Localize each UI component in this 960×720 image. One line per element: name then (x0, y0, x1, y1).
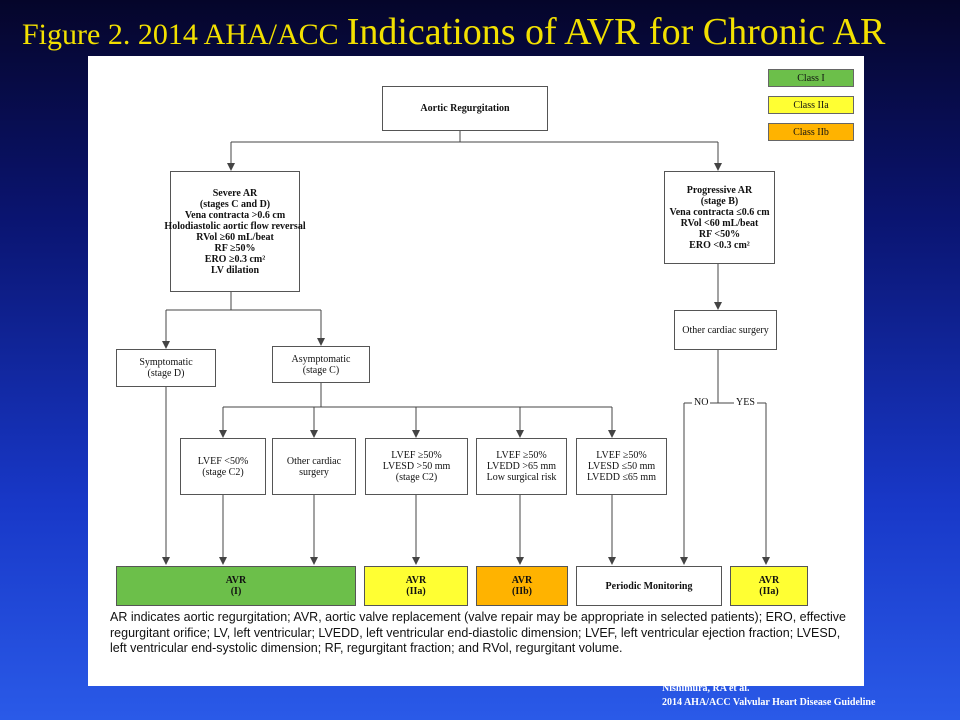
citation: Nishimura, RA et al. 2014 AHA/ACC Valvul… (662, 682, 875, 710)
asymptomatic-stage: (stage C) (302, 364, 340, 376)
lv-normal-line: LVEF ≥50% (596, 450, 647, 461)
node-severe-ar: Severe AR (stages C and D) Vena contract… (164, 171, 306, 292)
severe-ar-line: Vena contracta >0.6 cm (184, 209, 286, 221)
severe-ar-line: RF ≥50% (214, 242, 256, 254)
abbreviations-footnote: AR indicates aortic regurgitation; AVR, … (110, 610, 847, 655)
avr-iib-class: (IIb) (511, 586, 532, 597)
slide-title-main: Indications of AVR for Chronic AR (346, 11, 886, 53)
asymptomatic-title: Asymptomatic (291, 353, 351, 365)
slide-title-figure-label: Figure 2. 2014 AHA/ACC (22, 18, 339, 51)
flowchart-figure: Class I Class IIa Class IIb Aortic Regur… (88, 56, 864, 686)
lvef-low-line: LVEF <50% (197, 455, 249, 467)
lv-normal-line: LVEDD ≤65 mm (586, 472, 656, 483)
lvesd-high-line: LVEF ≥50% (391, 450, 442, 461)
progressive-ar-line: Vena contracta ≤0.6 cm (669, 206, 770, 218)
node-lv-normal: LVEF ≥50% LVESD ≤50 mm LVEDD ≤65 mm (576, 438, 667, 495)
outcome-avr-class-iib: AVR (IIb) (476, 566, 568, 606)
lvef-low-line: (stage C2) (202, 466, 244, 478)
citation-authors: Nishimura, RA et al. (662, 683, 750, 694)
legend-class-iia: Class IIa (768, 96, 854, 114)
avr-iia-class: (IIa) (406, 586, 426, 597)
severe-ar-line: ERO ≥0.3 cm² (204, 253, 266, 265)
other-cardiac-surgery-left-line: surgery (299, 466, 329, 478)
node-lvef-low: LVEF <50% (stage C2) (180, 438, 266, 495)
periodic-monitoring-label: Periodic Monitoring (605, 580, 693, 592)
avr-iia-progressive-label: AVR (758, 575, 780, 586)
lv-normal-line: LVESD ≤50 mm (587, 461, 656, 472)
avr-iib-label: AVR (511, 575, 533, 586)
severe-ar-line: (stages C and D) (199, 198, 271, 210)
node-other-cardiac-surgery-right: Other cardiac surgery (674, 310, 777, 350)
citation-guideline: 2014 AHA/ACC Valvular Heart Disease Guid… (662, 697, 876, 708)
outcome-avr-class-i: AVR (I) (116, 566, 356, 606)
other-cardiac-surgery-right-text: Other cardiac surgery (682, 324, 769, 336)
outcome-periodic-monitoring: Periodic Monitoring (576, 566, 722, 606)
lvedd-high-line: Low surgical risk (486, 472, 557, 483)
outcome-avr-class-iia-progressive: AVR (IIa) (730, 566, 808, 606)
lvesd-high-line: (stage C2) (395, 472, 438, 483)
node-aortic-regurgitation: Aortic Regurgitation (382, 86, 548, 131)
node-aortic-regurgitation-text: Aortic Regurgitation (420, 103, 510, 114)
node-asymptomatic: Asymptomatic (stage C) (272, 346, 370, 383)
severe-ar-line: Holodiastolic aortic flow reversal (164, 220, 306, 232)
branch-label-no: NO (692, 397, 711, 408)
progressive-ar-line: RVol <60 mL/beat (680, 217, 759, 229)
symptomatic-title: Symptomatic (139, 357, 193, 368)
avr-iia-label: AVR (405, 575, 427, 586)
lvesd-high-line: LVESD >50 mm (382, 461, 451, 472)
legend-class-i-label: Class I (797, 72, 825, 84)
avr-iia-progressive-class: (IIa) (759, 586, 779, 597)
node-other-cardiac-surgery-left: Other cardiac surgery (272, 438, 356, 495)
legend-class-i: Class I (768, 69, 854, 87)
legend-class-iib: Class IIb (768, 123, 854, 141)
flowchart-connectors (162, 131, 770, 565)
severe-ar-title: Severe AR (212, 187, 258, 199)
avr-i-class: (I) (230, 586, 242, 597)
severe-ar-line: LV dilation (210, 264, 260, 276)
progressive-ar-line: ERO <0.3 cm² (689, 239, 750, 251)
severe-ar-line: RVol ≥60 mL/beat (196, 231, 274, 243)
node-lvedd-high: LVEF ≥50% LVEDD >65 mm Low surgical risk (476, 438, 567, 495)
legend-class-iia-label: Class IIa (793, 99, 829, 111)
symptomatic-stage: (stage D) (147, 368, 185, 379)
lvedd-high-line: LVEDD >65 mm (486, 461, 557, 472)
lvedd-high-line: LVEF ≥50% (496, 450, 547, 461)
node-progressive-ar: Progressive AR (stage B) Vena contracta … (664, 171, 775, 264)
branch-label-yes: YES (734, 397, 757, 408)
progressive-ar-title: Progressive AR (686, 184, 753, 196)
legend-class-iib-label: Class IIb (793, 126, 829, 138)
outcome-avr-class-iia: AVR (IIa) (364, 566, 468, 606)
node-symptomatic: Symptomatic (stage D) (116, 349, 216, 387)
slide-title: Figure 2. 2014 AHA/ACC Indications of AV… (22, 6, 952, 66)
progressive-ar-line: (stage B) (700, 195, 739, 207)
progressive-ar-line: RF <50% (698, 228, 741, 240)
other-cardiac-surgery-left-line: Other cardiac (286, 455, 342, 467)
avr-i-label: AVR (225, 575, 247, 586)
node-lvesd-high: LVEF ≥50% LVESD >50 mm (stage C2) (365, 438, 468, 495)
